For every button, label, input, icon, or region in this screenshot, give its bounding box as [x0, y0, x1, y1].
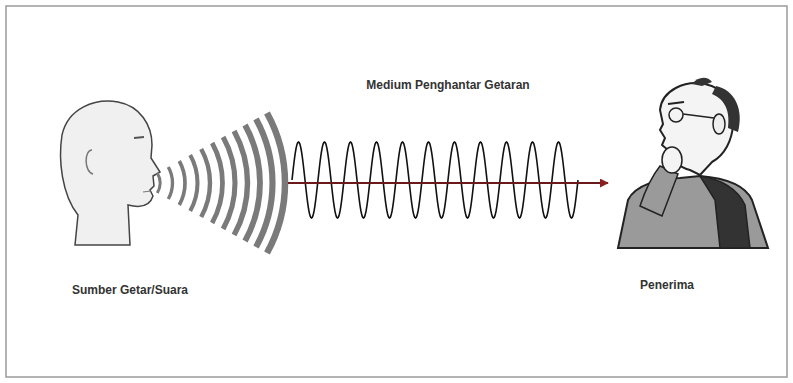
hand: [662, 147, 682, 173]
ear: [86, 150, 93, 174]
sound-arc: [223, 137, 235, 229]
sound-arc: [179, 161, 185, 205]
figure-node: Penerima: [608, 75, 778, 302]
figure-caption: Penerima: [640, 278, 694, 292]
sound-arc: [245, 125, 260, 241]
edge-label: Medium Penghantar Getaran: [364, 78, 531, 92]
shirt: [618, 176, 768, 248]
sine-wave: [292, 142, 578, 218]
arrow-connector: [288, 182, 608, 184]
sound-arc: [168, 167, 172, 199]
speaker-head: [61, 101, 160, 245]
sine-wave: [292, 142, 578, 218]
sound-arc: [201, 149, 210, 217]
sound-arc: [157, 173, 160, 193]
sound-arcs: [157, 113, 285, 253]
sound-arc: [234, 131, 247, 235]
glasses: [669, 108, 683, 122]
head-outline: [61, 101, 160, 245]
sound-arc: [267, 113, 285, 253]
listener-figure: [618, 78, 768, 248]
vest: [700, 176, 750, 248]
frame: [6, 6, 787, 377]
ear: [713, 114, 725, 134]
mouth: [143, 191, 151, 192]
sound-arc: [256, 119, 272, 247]
glasses-arm: [683, 114, 714, 118]
figure-node: Sumber Getar/Suara: [52, 95, 288, 307]
eyebrow: [668, 102, 684, 104]
hair-tuft: [692, 78, 712, 86]
sound-arc: [212, 143, 222, 223]
sound-arc: [190, 155, 197, 211]
eye: [134, 137, 144, 138]
figure-caption: Sumber Getar/Suara: [72, 283, 188, 297]
